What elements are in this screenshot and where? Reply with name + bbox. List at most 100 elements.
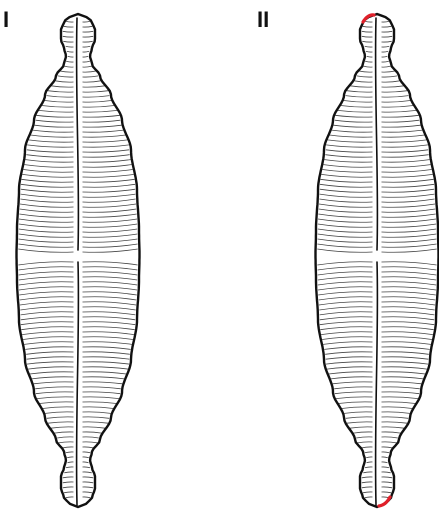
stria-right-p2-80 xyxy=(382,427,405,428)
stria-right-p1-43 xyxy=(83,234,138,237)
stria-right-p2-85 xyxy=(382,452,390,453)
stria-left-p1-41 xyxy=(19,224,74,227)
stria-right-p2-73 xyxy=(382,392,420,394)
stria-right-p2-17 xyxy=(382,106,414,108)
valve-outline-1 xyxy=(17,14,140,507)
stria-right-p1-12 xyxy=(83,81,101,82)
stria-right-p1-16 xyxy=(83,101,112,103)
stria-left-p1-62 xyxy=(23,337,73,340)
stria-right-p1-75 xyxy=(83,402,117,404)
stria-right-p2-36 xyxy=(382,199,435,202)
stria-right-p1-45 xyxy=(83,244,138,247)
stria-left-p1-15 xyxy=(47,96,74,98)
stria-right-p1-72 xyxy=(83,387,121,389)
stria-left-p1-51 xyxy=(19,282,74,285)
stria-right-p2-10 xyxy=(382,71,396,72)
stria-right-p1-3 xyxy=(83,36,94,37)
stria-right-p2-41 xyxy=(382,224,437,227)
stria-left-p1-4 xyxy=(63,41,73,42)
valve-outline-2 xyxy=(316,14,439,507)
stria-left-p1-78 xyxy=(47,417,74,418)
stria-right-p2-16 xyxy=(382,101,411,103)
stria-left-p2-22 xyxy=(332,130,373,132)
stria-right-p2-44 xyxy=(382,239,437,242)
stria-right-p1-55 xyxy=(83,302,137,305)
stria-right-p1-78 xyxy=(83,417,110,418)
stria-left-p2-28 xyxy=(325,160,373,163)
stria-left-p2-43 xyxy=(318,234,373,237)
stria-right-p2-14 xyxy=(382,91,408,92)
stria-right-p1-49 xyxy=(83,272,138,275)
diatom-panel-1: I xyxy=(3,7,140,507)
stria-right-p2-24 xyxy=(382,140,427,142)
stria-right-p2-58 xyxy=(382,317,435,320)
stria-left-p2-90 xyxy=(362,477,373,478)
stria-left-p2-67 xyxy=(326,362,373,364)
stria-left-p1-28 xyxy=(26,160,74,163)
stria-right-p2-28 xyxy=(382,160,430,163)
stria-left-p1-57 xyxy=(21,312,74,315)
stria-right-p1-82 xyxy=(83,437,99,438)
stria-left-p1-52 xyxy=(19,287,74,290)
stria-right-p1-25 xyxy=(83,145,129,147)
stria-left-p2-11 xyxy=(357,76,373,77)
stria-left-p2-84 xyxy=(362,447,373,448)
stria-right-p1-84 xyxy=(83,447,94,448)
stria-left-p1-45 xyxy=(18,244,73,247)
stria-left-p1-40 xyxy=(19,219,74,222)
stria-right-p1-19 xyxy=(83,115,120,117)
stria-left-p1-70 xyxy=(32,377,74,379)
stria-right-p1-10 xyxy=(83,71,97,72)
stria-right-p2-12 xyxy=(382,81,400,82)
stria-left-p2-68 xyxy=(327,367,373,369)
stria-right-p1-20 xyxy=(83,120,121,122)
stria-right-p2-89 xyxy=(382,472,391,473)
stria-right-p2-81 xyxy=(382,432,401,433)
stria-right-p2-45 xyxy=(382,244,437,247)
stria-left-p2-37 xyxy=(319,204,373,207)
stria-left-p2-0 xyxy=(365,21,373,22)
stria-left-p1-69 xyxy=(30,372,74,374)
stria-left-p1-73 xyxy=(36,392,74,394)
stria-left-p2-25 xyxy=(326,145,372,147)
stria-right-p1-58 xyxy=(83,317,136,320)
stria-left-p1-38 xyxy=(20,209,74,212)
stria-right-p2-70 xyxy=(382,377,424,379)
stria-right-p1-27 xyxy=(83,155,130,157)
stria-left-p1-64 xyxy=(25,347,73,350)
stria-right-p2-48 xyxy=(382,267,437,270)
stria-right-p1-41 xyxy=(83,224,138,227)
stria-left-p1-72 xyxy=(35,387,73,389)
stria-right-p1-79 xyxy=(83,422,109,423)
stria-right-p2-84 xyxy=(382,447,393,448)
stria-left-p1-53 xyxy=(19,292,73,295)
stria-left-p2-60 xyxy=(320,327,372,330)
stria-left-p2-89 xyxy=(363,472,372,473)
stria-right-p2-68 xyxy=(382,367,428,369)
stria-left-p2-94 xyxy=(365,497,373,498)
stria-left-p2-38 xyxy=(319,209,373,212)
stria-left-p1-67 xyxy=(27,362,74,364)
stria-right-p1-38 xyxy=(83,209,137,212)
stria-left-p1-65 xyxy=(26,352,73,354)
stria-left-p1-59 xyxy=(21,322,74,325)
stria-right-p1-1 xyxy=(83,26,93,27)
stria-right-p2-4 xyxy=(382,41,392,42)
stria-left-p2-1 xyxy=(363,26,373,27)
stria-left-p1-35 xyxy=(21,194,74,197)
panel-label-2: II xyxy=(257,7,269,32)
stria-right-p2-47 xyxy=(382,262,437,265)
stria-left-p1-86 xyxy=(67,457,73,458)
stria-left-p1-8 xyxy=(66,61,73,62)
stria-left-p1-3 xyxy=(63,36,74,37)
stria-left-p2-52 xyxy=(318,287,373,290)
stria-left-p1-31 xyxy=(22,174,73,177)
stria-right-p1-23 xyxy=(83,135,126,137)
stria-right-p2-19 xyxy=(382,115,419,117)
stria-right-p1-21 xyxy=(83,125,122,127)
stria-left-p1-6 xyxy=(67,51,74,52)
stria-left-p2-80 xyxy=(350,427,373,428)
stria-left-p2-79 xyxy=(347,422,373,423)
stria-left-p2-2 xyxy=(362,31,373,32)
stria-left-p1-55 xyxy=(20,302,74,305)
